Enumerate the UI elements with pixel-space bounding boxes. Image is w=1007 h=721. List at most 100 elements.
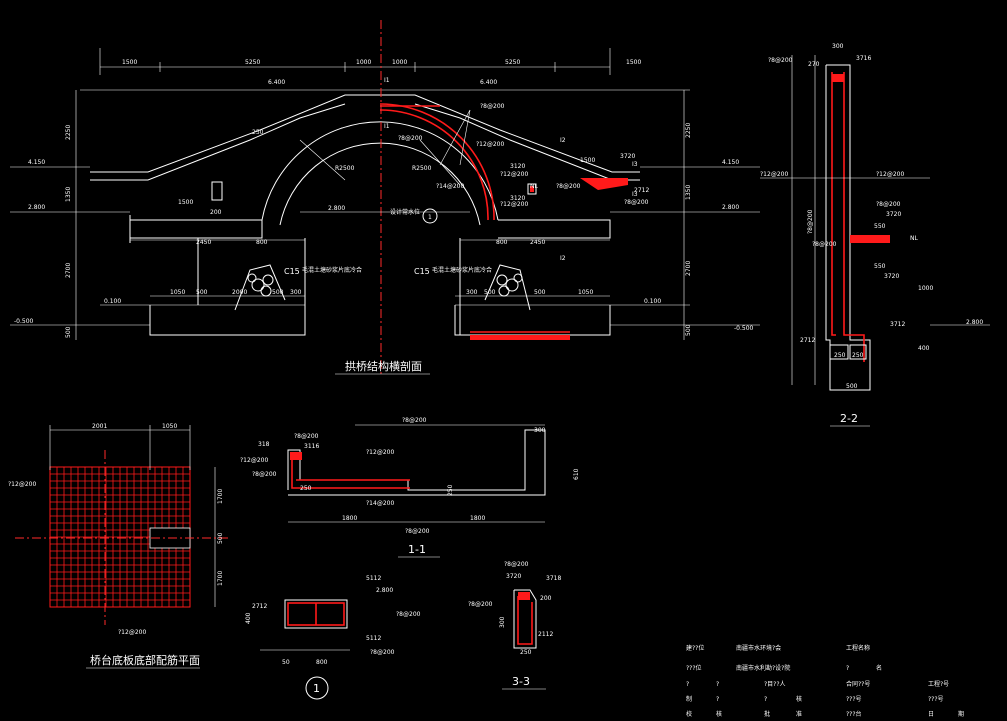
s22-vertical-label: ?8@200 [807,209,814,234]
section-2-2-title: 2-2 [840,412,858,425]
rebar-num-3: 1500 [580,157,595,164]
tb-r3-c3: ?目??人 [764,681,786,688]
s11-dim-5: ?8@200 [252,471,277,478]
abut-dim-2450-r: 2450 [530,239,545,246]
elev-6400-left: 6.400 [268,79,285,86]
section-circle-label: 1 [428,214,432,221]
s22-dim-8: ?8@200 [876,201,901,208]
rebar-num-1: 3120 [510,163,525,170]
side-dim-r-1: 2250 [685,123,692,138]
elev-left-3: -0.500 [14,318,34,325]
tb-r1-c1: 建??位 [686,644,704,652]
tb-r3-c1: ? [686,681,689,688]
rebar-num-2: 3120 [510,195,525,202]
ground-right: 0.100 [644,298,661,305]
rebar-num-5: 2712 [634,187,649,194]
plan-base-title: 桥台底板底部配筋平面 [90,653,200,667]
s22-dim-14: 400 [918,345,930,352]
section-2-2: 300 3716 ?8@200 270 ?12@200 ?12@200 ?8@2… [760,43,990,427]
bottom-dim-r-2: 500 [484,289,496,296]
s22-dim-3: ?8@200 [768,57,793,64]
rebar-label-7: ?8@200 [556,183,581,190]
bottom-dim-l-5: 300 [290,289,302,296]
label-i2-b: I2 [560,255,566,262]
side-dim-r-4: 500 [685,324,692,336]
main-arch-section: 1500 5250 1000 1000 5250 1500 6.400 6.40… [10,20,760,375]
tb-r4-c4: 核 [796,695,802,703]
dim-top-4: 5250 [505,59,520,66]
tb-r2-c4: 名 [876,664,882,672]
side-dim-l-1: 2250 [65,125,72,140]
tb-r5-c4: 准 [796,710,802,718]
plan-base-rebar: 2001 1050 1700 500 1700 ?12@200 ?12@200 … [8,423,230,669]
bottom-dim-r-3: 500 [534,289,546,296]
s11-dim-6: ?12@200 [366,449,394,456]
rubble-stone-right [484,264,531,311]
bottom-dim-l-2: 500 [196,289,208,296]
s11-dim-11: 1800 [470,515,485,522]
side-dim-l-3: 2700 [65,263,72,278]
plan-dim-2: 1050 [162,423,177,430]
elev-6400-right: 6.400 [480,79,497,86]
s11-rebar-top: ?8@200 [402,417,427,424]
elev-right-1: 4.150 [722,159,739,166]
section-circle-marker [422,208,438,224]
s22-dim-2: 3716 [856,55,871,62]
s11-dim-13: 610 [573,468,580,480]
tb-r1-c2: 南疆市水环境?会 [736,644,781,652]
s22-dim-5: ?12@200 [760,171,788,178]
bottom-dim-l-4: 500 [272,289,284,296]
tb-r5-c1: 校 [686,710,692,718]
cut-label-1a: I1 [384,77,390,84]
bottom-dim-l-1: 1050 [170,289,185,296]
s22-dim-9: 3720 [886,211,901,218]
label-i3-b: I3 [632,191,638,198]
abut-dim-200: 200 [210,209,222,216]
rubble-stone-left [234,264,286,311]
s33-dim-6: 300 [499,616,506,628]
bottom-dim-l-3: 2000 [232,289,247,296]
abut-dim-800: 800 [256,239,268,246]
elev-left-2: 2.800 [28,204,45,211]
label-nl: NL [530,183,538,190]
s11-dim-3: 3116 [304,443,319,450]
elev-right-3: -0.500 [734,325,754,332]
rebar-label-1: ?8@200 [480,103,505,110]
tb-r4-c2: ? [716,696,719,703]
c15-left: C15 [284,267,300,276]
bottom-dim-r-4: 1050 [578,289,593,296]
d1-dim-6: 5112 [366,635,381,642]
d1-dim-8: 50 [282,659,290,666]
s22-dim-7: ?8@200 [812,241,837,248]
tb-r3-c2: ? [716,681,719,688]
section-1-1: 318 ?8@200 3116 ?12@200 ?8@200 ?12@200 2… [240,417,580,558]
bottom-dim-r-1: 300 [466,289,478,296]
s22-dim-16: 3712 [890,321,905,328]
water-level-elev: 2.800 [328,205,345,212]
plan-dim-5: 1700 [217,571,224,586]
tb-r3-c4: 合同??号 [846,680,870,688]
elev-left-1: 4.150 [28,159,45,166]
d1-dim-2: 2.800 [376,587,393,594]
tb-r4-c3: ? [764,696,767,703]
tb-r5-c3: 批 [764,710,770,718]
d1-dim-9: 800 [316,659,328,666]
s22-dim-18: 250 [834,352,846,359]
side-dim-l-2: 1350 [65,187,72,202]
rebar-label-8: ?8@200 [624,199,649,206]
s22-nl: NL [910,235,918,242]
tb-r5-c5: ???台 [846,710,862,718]
s33-dim-5: 200 [540,595,552,602]
s22-dim-13: 1000 [918,285,933,292]
s22-dim-6: ?12@200 [876,171,904,178]
plan-dim-3: 1700 [217,489,224,504]
s33-dim-4: ?8@200 [468,601,493,608]
tb-r4-c5: ???号 [846,696,862,703]
section-3-3-title: 3-3 [512,675,530,688]
abut-dim-800-r: 800 [496,239,508,246]
thickness-label: 250 [252,129,264,136]
s11-dim-12: 300 [534,427,546,434]
section-3-3: ?8@200 3720 3718 ?8@200 200 300 2112 250… [468,561,561,690]
s11-dim-9: ?8@200 [405,528,430,535]
